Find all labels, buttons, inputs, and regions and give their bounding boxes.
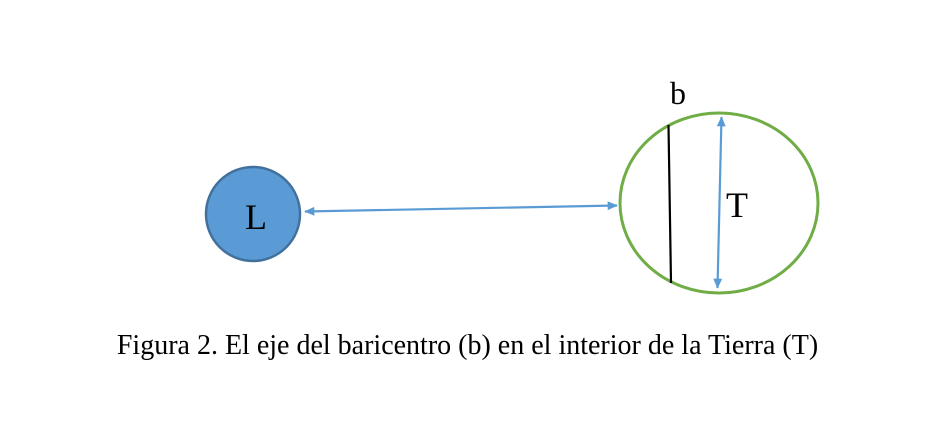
earth-ellipse [618, 111, 820, 295]
barycenter-label: b [670, 75, 686, 111]
diameter-arrow [713, 116, 726, 289]
distance-arrow [304, 201, 618, 216]
moon-label: L [245, 197, 267, 237]
earth-label: T [726, 185, 748, 225]
figure-caption: Figura 2. El eje del baricentro (b) en e… [116, 330, 819, 361]
moon-circle [204, 165, 302, 263]
barycenter-axis-line [667, 124, 673, 284]
